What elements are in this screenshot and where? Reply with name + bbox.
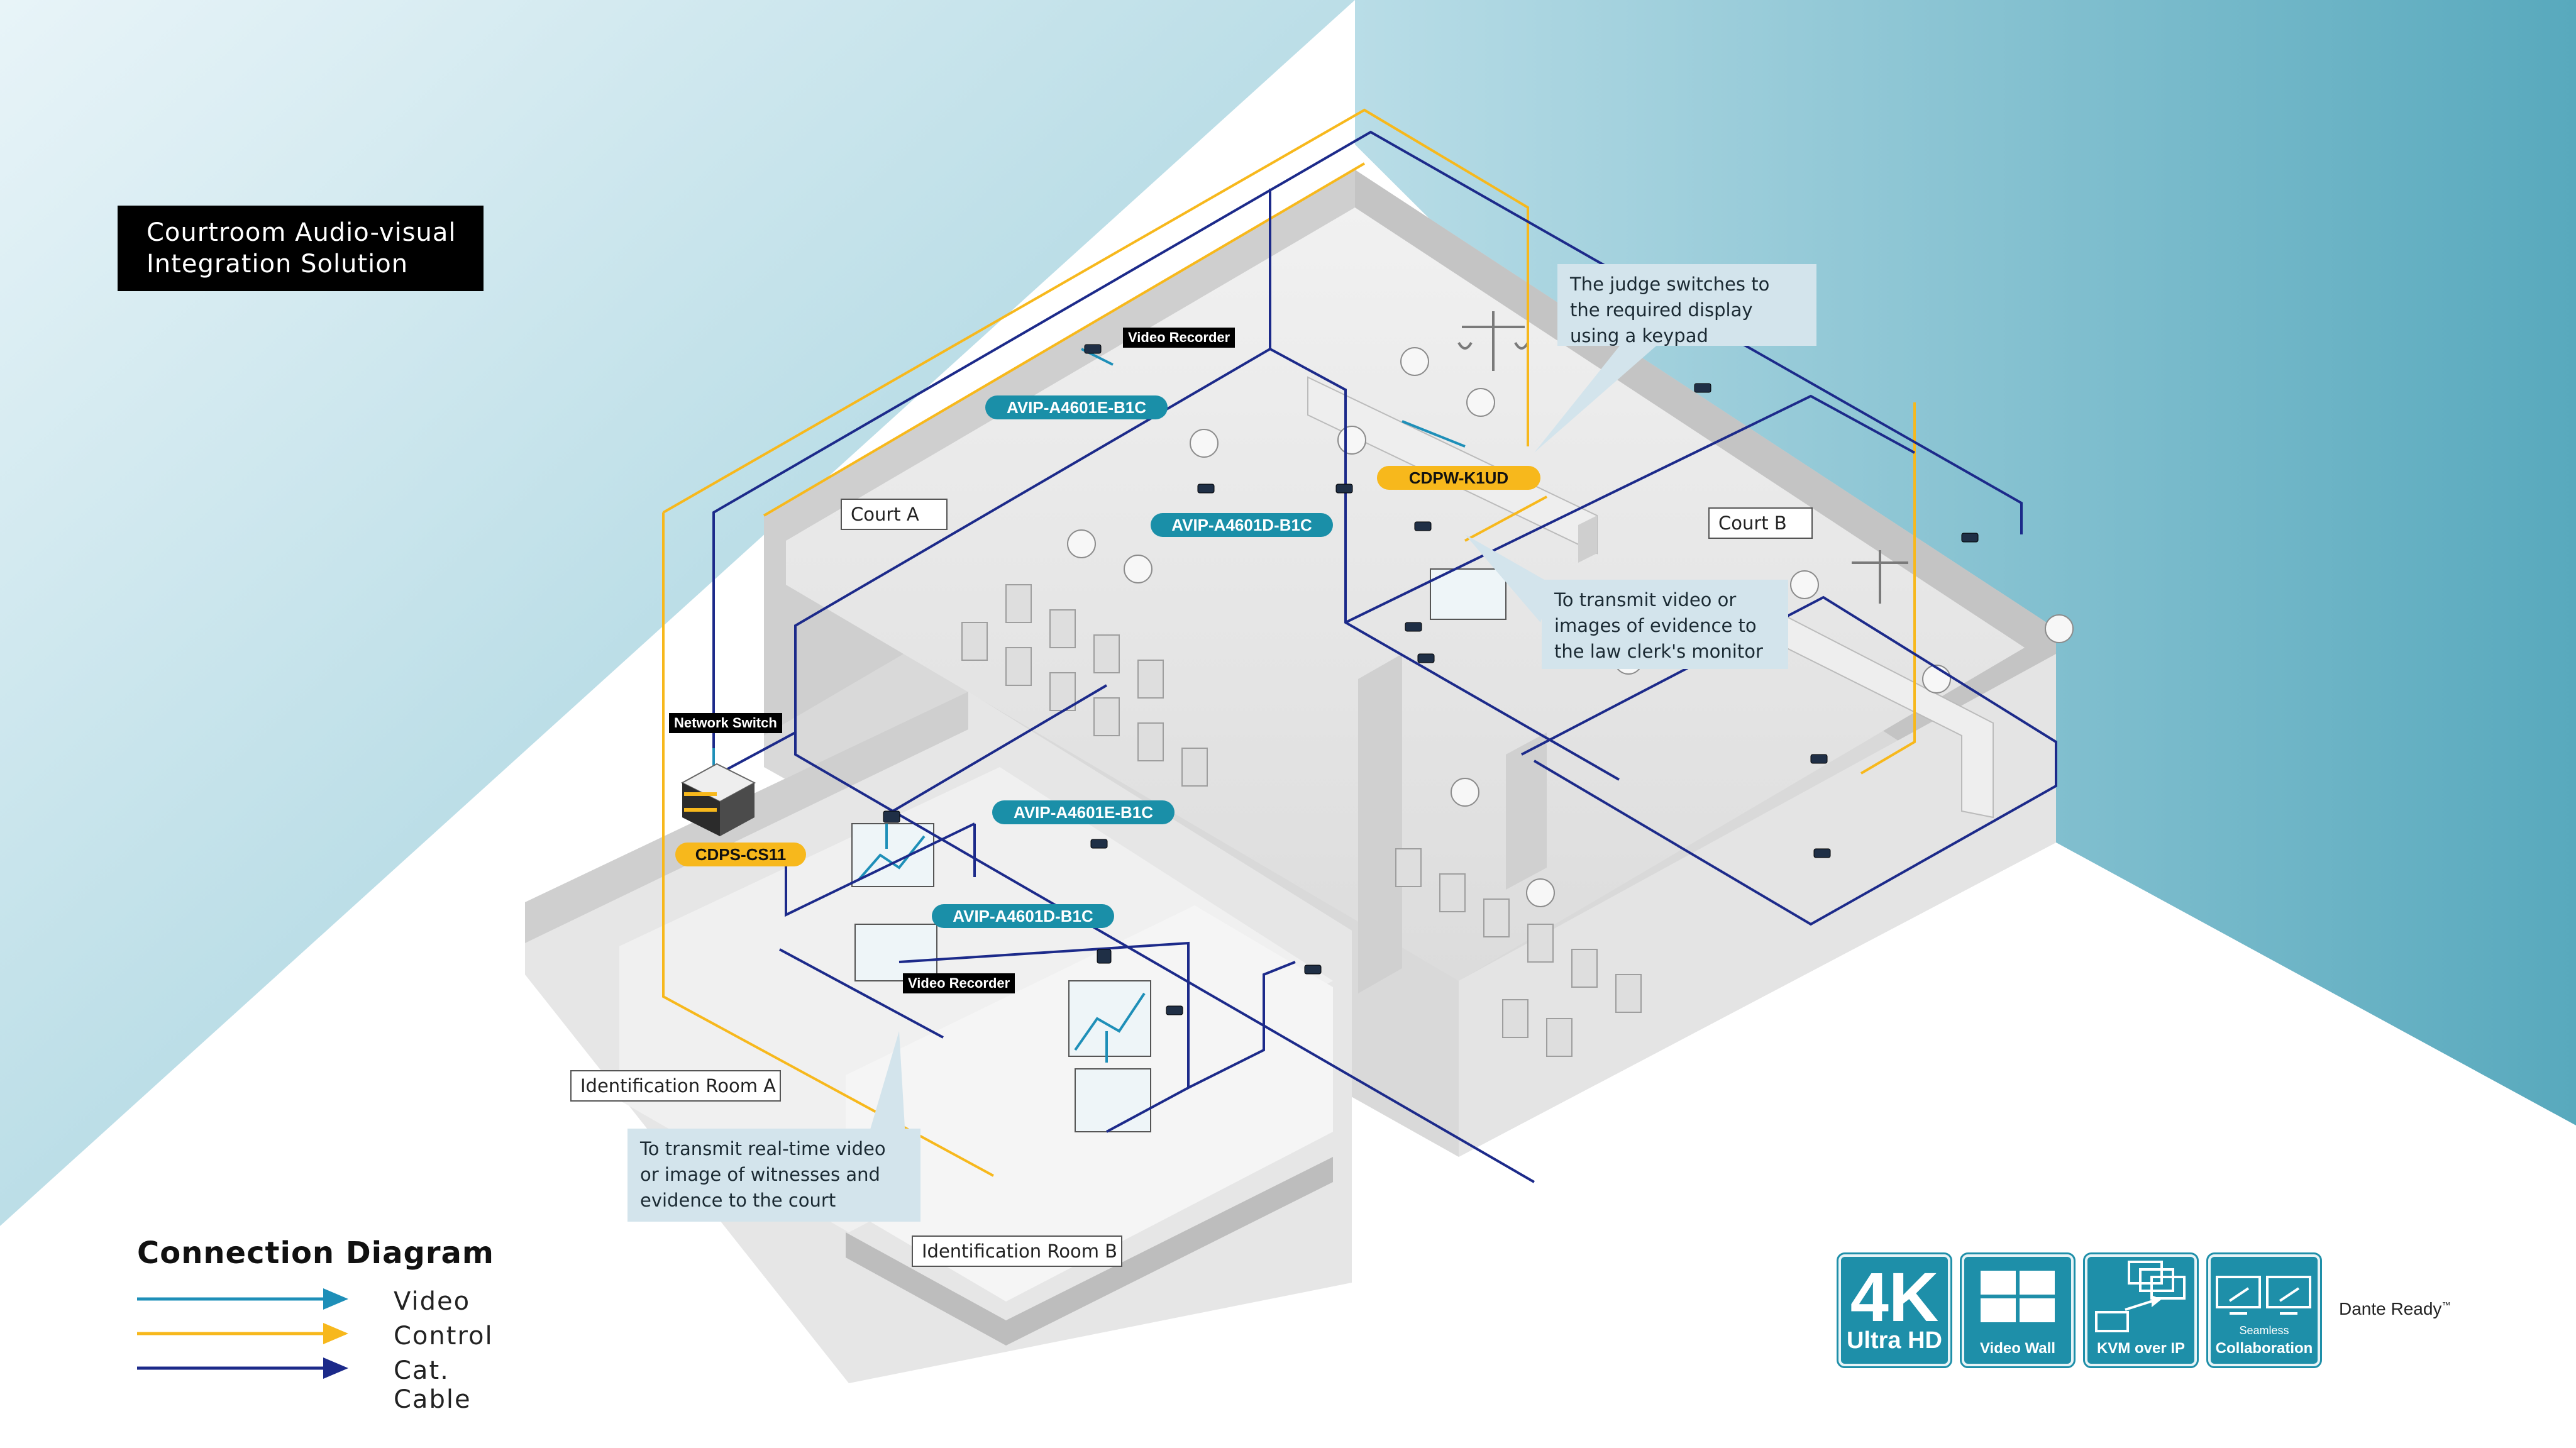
legend-item-control: Control <box>137 1318 514 1353</box>
legend-title: Connection Diagram <box>137 1235 494 1271</box>
connection-legend: Connection Diagram Video Control Cat. Ca… <box>137 1235 494 1414</box>
callout-judge-pointer <box>1534 343 1660 453</box>
callout-witness-line: or image of witnesses and <box>640 1164 880 1185</box>
device-tag-video-recorder-bottom: Video Recorder <box>903 973 1015 993</box>
callout-witness-line: To transmit real-time video <box>640 1138 886 1159</box>
callout-clerk-line: the law clerk's monitor <box>1554 641 1763 662</box>
page-title: Courtroom Audio-visual Integration Solut… <box>118 206 484 291</box>
gallery-seating <box>961 584 1642 1057</box>
feature-badge-video-wall: Video Wall <box>1960 1252 2076 1368</box>
background-left <box>0 0 1355 1226</box>
people-silhouettes <box>1067 347 2074 907</box>
device-tag-video-recorder-top: Video Recorder <box>1123 328 1235 348</box>
dante-ready-badge: Dante Ready™ <box>2339 1299 2450 1319</box>
collaboration-icon <box>2216 1276 2311 1315</box>
display-screens <box>851 568 1506 1132</box>
feature-video-wall-label: Video Wall <box>1979 1340 2056 1357</box>
dante-ready-text: Dante Ready <box>2339 1299 2442 1318</box>
callout-witness-pointer <box>868 1031 905 1138</box>
legend-item-video: Video <box>137 1283 514 1318</box>
legend-label: Video <box>394 1287 471 1316</box>
feature-badge-kvm: KVM over IP <box>2083 1252 2199 1368</box>
device-tag-encoder-mid: AVIP-A4601E-B1C <box>992 800 1175 824</box>
device-tag-decoder-mid: AVIP-A4601D-B1C <box>932 904 1114 928</box>
arrow-icon <box>137 1357 348 1379</box>
device-tag-switch-model: CDPS-CS11 <box>675 843 806 866</box>
title-line-1: Courtroom Audio-visual <box>146 218 456 247</box>
feature-collaboration-label: Collaboration <box>2215 1340 2313 1357</box>
callout-judge: The judge switches to the required displ… <box>1557 264 1816 346</box>
legend-item-cat-cable: Cat. Cable <box>137 1352 514 1414</box>
kvm-icon <box>2095 1261 2186 1332</box>
device-tag-network-switch: Network Switch <box>669 713 782 733</box>
device-tag-decoder-top: AVIP-A4601D-B1C <box>1151 513 1333 537</box>
legend-label: Cat. Cable <box>394 1356 472 1414</box>
device-boxes <box>883 344 1979 1015</box>
feature-collaboration-small: Seamless <box>2239 1324 2289 1337</box>
callout-clerk-line: To transmit video or <box>1554 589 1737 611</box>
feature-badge-4k: 4K Ultra HD <box>1837 1252 1952 1368</box>
callout-witness-line: evidence to the court <box>640 1190 836 1211</box>
device-tag-keypad: CDPW-K1UD <box>1377 466 1540 490</box>
feature-4k-subtext: Ultra HD <box>1846 1327 1943 1354</box>
arrow-icon <box>137 1323 348 1344</box>
legend-label: Control <box>394 1322 494 1351</box>
network-switch-rack <box>680 763 756 836</box>
callout-judge-line: the required display <box>1570 299 1753 321</box>
callout-witness: To transmit real-time video or image of … <box>627 1129 920 1222</box>
title-line-2: Integration Solution <box>146 250 409 279</box>
feature-4k-text: 4K <box>1850 1259 1939 1336</box>
callout-judge-line: using a keypad <box>1570 325 1708 346</box>
room-label-identification-b: Identification Room B <box>912 1235 1122 1267</box>
video-wall-icon <box>1981 1271 2055 1322</box>
callout-clerk-line: images of evidence to <box>1554 615 1757 636</box>
callout-clerk-pointer <box>1465 534 1553 622</box>
arrow-icon <box>137 1288 348 1310</box>
callout-clerk: To transmit video or images of evidence … <box>1542 580 1788 669</box>
room-label-identification-a: Identification Room A <box>570 1070 781 1102</box>
feature-kvm-label: KVM over IP <box>2096 1340 2186 1357</box>
room-label-court-b: Court B <box>1708 507 1813 539</box>
scales-of-justice <box>1457 311 1908 604</box>
feature-badge-collaboration: Seamless Collaboration <box>2206 1252 2322 1368</box>
cat-cables <box>712 130 2057 1183</box>
device-tag-encoder-top: AVIP-A4601E-B1C <box>985 395 1168 419</box>
dante-trademark: ™ <box>2441 1300 2451 1310</box>
callout-judge-line: The judge switches to <box>1570 274 1770 295</box>
room-label-court-a: Court A <box>841 499 948 530</box>
